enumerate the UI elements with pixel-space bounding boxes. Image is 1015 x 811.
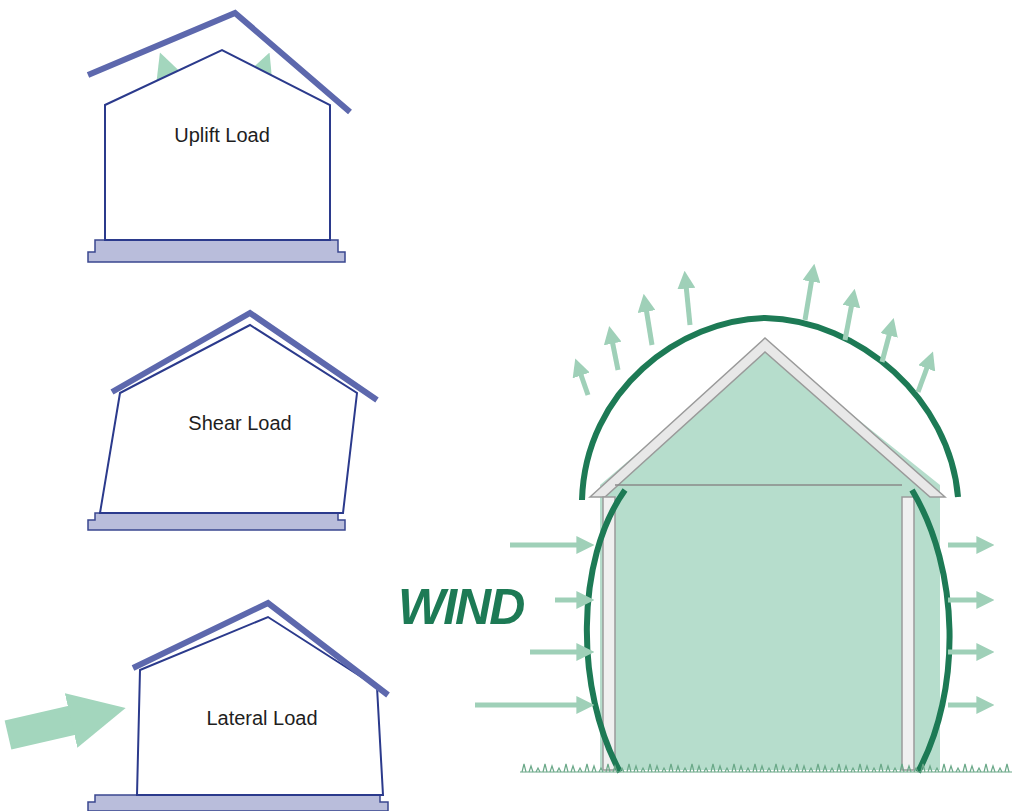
wind-label: WIND — [398, 578, 523, 636]
wind-arrows — [475, 545, 980, 705]
house-outline: Shear Load — [95, 305, 385, 515]
house-shape — [95, 305, 385, 515]
load-label: Lateral Load — [206, 707, 317, 729]
deformed-house — [582, 318, 958, 772]
grass-line — [520, 764, 1012, 772]
load-label: Shear Load — [188, 412, 291, 434]
load-label: Uplift Load — [174, 124, 270, 146]
house-shape — [125, 595, 395, 800]
foundation-slab — [88, 240, 388, 811]
house-outline: Uplift Load — [85, 10, 355, 245]
lateral-arrow — [8, 718, 82, 735]
suction-arrows — [580, 278, 928, 395]
house-outline: Lateral Load — [125, 595, 395, 800]
